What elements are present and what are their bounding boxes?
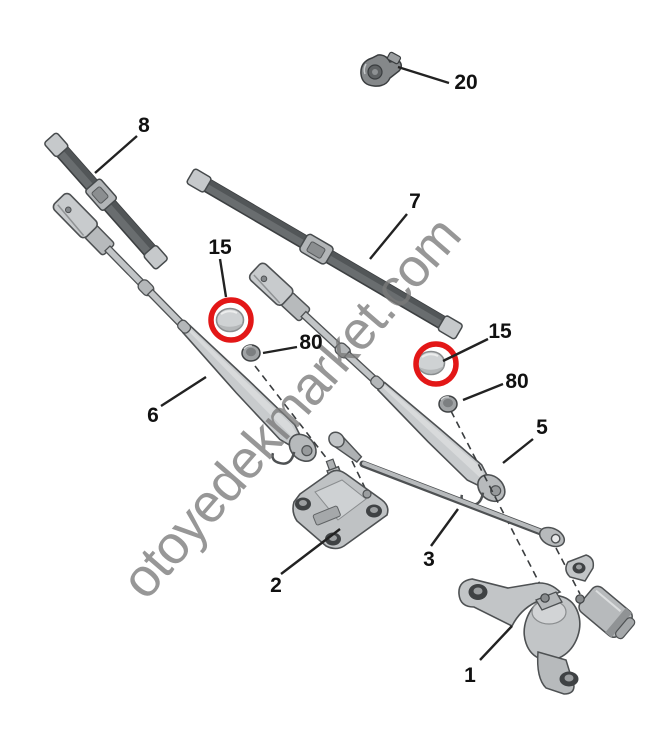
part-20-sensor-clip: [360, 51, 402, 87]
part-6-wiper-arm-left: [52, 192, 317, 465]
part-1-wiper-motor-linkage: [458, 554, 636, 695]
callout-label-20: 20: [454, 71, 477, 94]
callout-label-8: 8: [138, 114, 150, 137]
callout-leader-lines: [94, 65, 534, 661]
watermark-text: otoyedekmarket.com: [110, 206, 472, 610]
highlight-circle-left: [208, 297, 254, 343]
part-15-cap-right: [416, 350, 446, 376]
leader-line: [280, 528, 341, 575]
part-80-nut-right: [438, 395, 458, 413]
part-2-mounting-bracket: [292, 458, 389, 550]
leader-line: [160, 375, 207, 408]
callout-label-15-left: 15: [208, 236, 232, 259]
highlight-circle-right: [413, 341, 459, 387]
part-7-wiper-blade-right: [186, 168, 463, 340]
leader-line: [94, 135, 138, 174]
leader-line: [479, 625, 513, 661]
leader-line: [430, 508, 459, 547]
callout-label-7: 7: [409, 190, 421, 213]
part-80-nut-left: [241, 344, 261, 362]
callout-label-80-right: 80: [505, 370, 528, 393]
leader-line: [262, 345, 298, 355]
callout-label-15-right: 15: [488, 320, 512, 343]
leader-line: [369, 213, 408, 260]
callout-label-6: 6: [147, 404, 159, 427]
leader-line: [397, 65, 450, 85]
callout-label-2: 2: [270, 574, 282, 597]
rubber-mounts: [295, 497, 382, 546]
part-3-linkage-rod: [328, 431, 566, 548]
callout-label-80-left: 80: [299, 331, 322, 354]
part-15-cap-left: [215, 307, 245, 333]
callout-labels: 20 8 7 15 80 15 80 5 6 2 3 1: [138, 71, 548, 687]
callout-label-5: 5: [536, 416, 548, 439]
callout-label-3: 3: [423, 548, 435, 571]
callout-label-1: 1: [464, 664, 476, 687]
leader-line: [502, 438, 534, 464]
leader-line: [218, 258, 228, 298]
part-8-wiper-blade-left: [44, 132, 168, 270]
leader-line: [442, 337, 489, 363]
leader-line: [462, 382, 504, 402]
part-5-wiper-arm-right: [248, 262, 506, 507]
